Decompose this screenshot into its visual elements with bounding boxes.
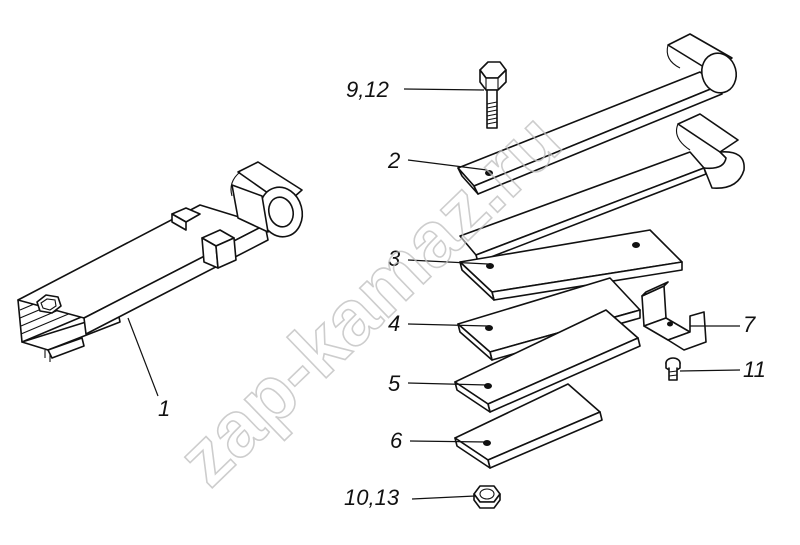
part-2-main-leaf [457,33,738,195]
label-part-1: 1 [158,396,170,421]
label-part-9-12: 9,12 [346,77,389,102]
leaf-with-open-eye [459,113,745,263]
label-part-11: 11 [743,357,766,382]
label-part-7: 7 [743,312,756,337]
label-part-4: 4 [388,311,400,336]
part-7-clamp-bracket [641,281,707,351]
label-part-3: 3 [388,246,401,271]
label-part-2: 2 [387,148,400,173]
callout-labels: 1 2 3 4 5 6 7 9,12 10,13 11 [158,77,766,510]
label-part-5: 5 [388,371,401,396]
part-11-screw [665,357,681,381]
leader-lines [127,88,741,500]
part-3-leaf [459,229,683,301]
part-9-12-bolt [479,61,507,129]
part-10-13-nut [473,485,501,509]
part-5-leaf [454,309,641,413]
label-part-6: 6 [390,428,403,453]
part-6-leaf [454,383,603,469]
label-part-10-13: 10,13 [344,485,400,510]
part-1-leaf-spring-assembly [17,161,304,362]
